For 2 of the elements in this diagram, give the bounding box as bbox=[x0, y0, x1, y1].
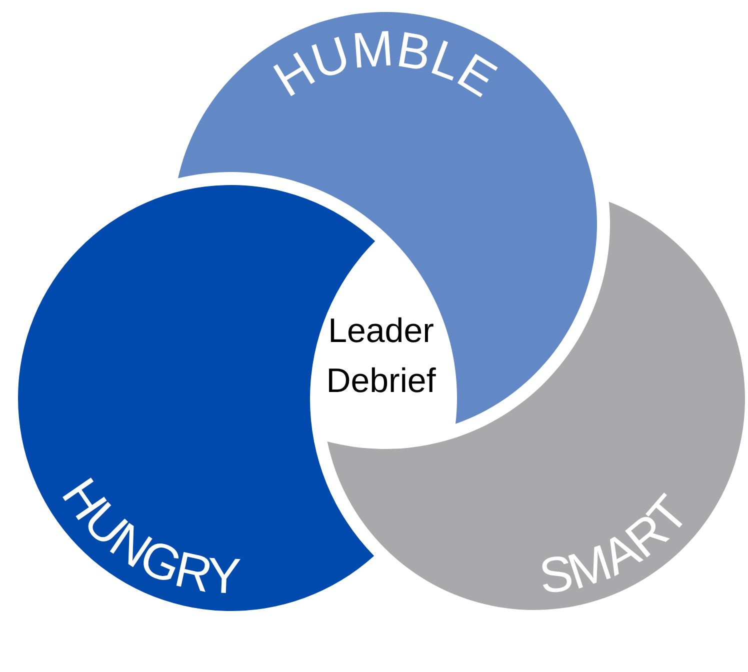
segment-label: HUMBLE bbox=[264, 20, 506, 108]
center-label: Leader Debrief bbox=[325, 311, 437, 402]
